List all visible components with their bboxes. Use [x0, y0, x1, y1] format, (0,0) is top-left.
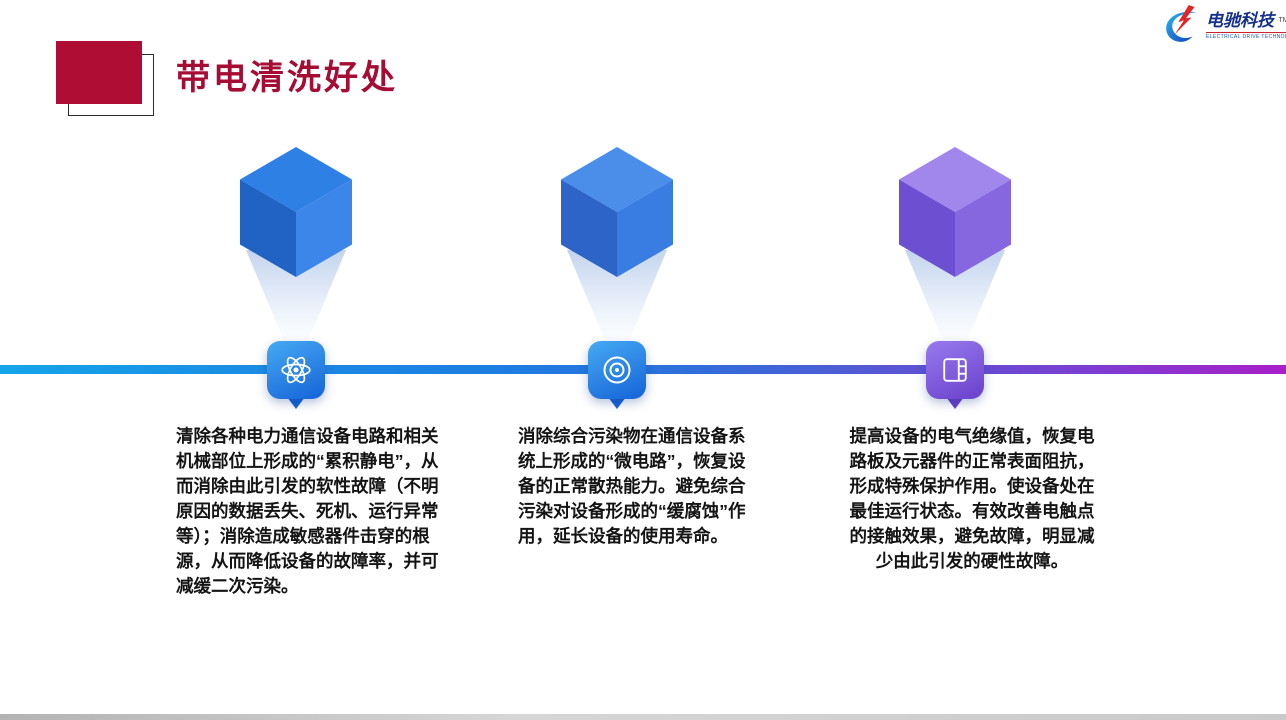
- atom-icon-tile: [267, 341, 325, 399]
- logo-text: 电驰科技 TM ELECTRICAL DRIVE TECHNOLOGY: [1206, 12, 1286, 40]
- film-icon-tile: [926, 341, 984, 399]
- cube1-left-face: [240, 179, 296, 277]
- cube3-right-face: [955, 179, 1011, 277]
- brand-caption: ELECTRICAL DRIVE TECHNOLOGY: [1206, 32, 1286, 40]
- trademark-symbol: TM: [1278, 17, 1286, 24]
- cube-3d-1: [240, 147, 352, 277]
- film-icon: [943, 358, 967, 382]
- cube2-left-face: [561, 179, 617, 277]
- target-icon-tile: [588, 341, 646, 399]
- brand-logo: 电驰科技 TM ELECTRICAL DRIVE TECHNOLOGY: [1164, 4, 1286, 48]
- lightning-bolt-icon: [1174, 5, 1195, 35]
- tile-pointer-1: [287, 397, 305, 409]
- cube3-left-face: [899, 179, 955, 277]
- cube-3d-2: [561, 147, 673, 277]
- benefit-paragraph-2: 消除综合污染物在通信设备系统上形成的“微电路”，恢复设备的正常散热能力。避免综合…: [518, 426, 746, 546]
- logo-swoosh-icon: [1166, 5, 1197, 42]
- target-icon: [603, 356, 631, 384]
- brand-name: 电驰科技: [1206, 11, 1274, 30]
- tile-pointer-3: [946, 397, 964, 409]
- tile-pointer-2: [608, 397, 626, 409]
- cube-3d-3: [899, 147, 1011, 277]
- atom-icon: [281, 356, 311, 384]
- page-title: 带电清洗好处: [176, 59, 398, 97]
- benefit-paragraph-3: 提高设备的电气绝缘值，恢复电路板及元器件的正常表面阻抗，形成特殊保护作用。使设备…: [849, 426, 1095, 571]
- slide-bottom-edge: [0, 714, 1286, 720]
- cube1-right-face: [296, 179, 352, 277]
- cube2-right-face: [617, 179, 673, 277]
- benefit-paragraph-1: 清除各种电力通信设备电路和相关机械部位上形成的“累积静电”，从而消除由此引发的软…: [176, 426, 439, 596]
- title-accent-square: [56, 41, 142, 104]
